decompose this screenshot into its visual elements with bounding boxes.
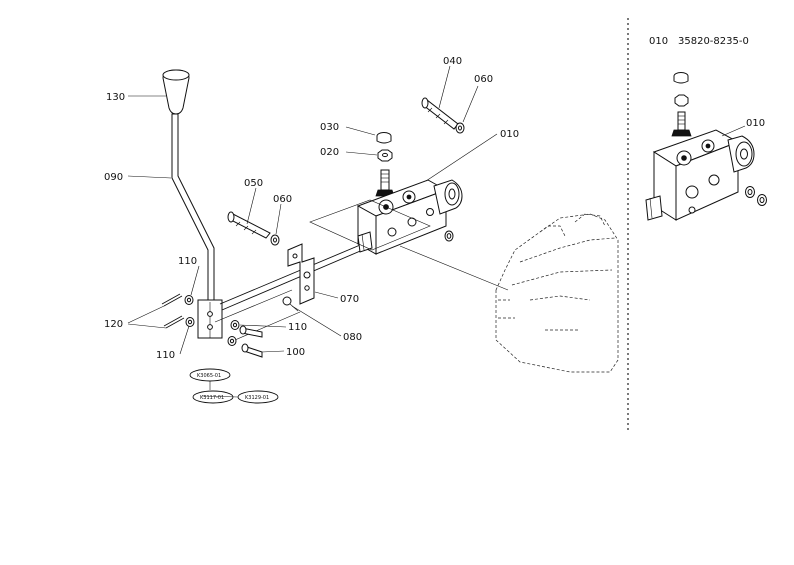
callout-110-bottom: 110 [156, 350, 175, 361]
callout-050: 050 [244, 178, 263, 189]
reference-tag-3: K3129-01 [245, 395, 269, 401]
linkage-rod [214, 239, 373, 344]
inset-callout-010: 010 [746, 118, 765, 129]
leader-lines [127, 65, 498, 398]
inset-header: 010 35820-8235-0 [649, 36, 749, 47]
callout-labels: 130 090 050 060 040 060 030 020 010 110 … [104, 56, 519, 361]
reference-tag-2: K3117-01 [200, 395, 224, 401]
lever-rod [171, 113, 215, 303]
callout-090: 090 [104, 172, 123, 183]
callout-030: 030 [320, 122, 339, 133]
callout-070: 070 [340, 294, 359, 305]
valve-assembly [356, 169, 463, 255]
bolt-050 [227, 211, 271, 239]
inset-valve-assembly [645, 72, 767, 221]
callout-020: 020 [320, 147, 339, 158]
callout-040: 040 [443, 56, 462, 67]
reference-tag-1: K3065-01 [197, 373, 221, 379]
bracket [287, 243, 315, 305]
o-ring [444, 230, 454, 242]
callout-110-right: 110 [288, 322, 307, 333]
bolt-080 [282, 296, 299, 312]
washer-060b [455, 122, 465, 134]
mounting-plate [309, 199, 431, 251]
washer-060a [270, 234, 280, 246]
inset-label: 010 [649, 36, 668, 47]
clevis-hardware [161, 293, 263, 358]
callout-110-top: 110 [178, 256, 197, 267]
control-lever [162, 69, 223, 339]
cap-030 [376, 132, 392, 144]
callout-120: 120 [104, 319, 123, 330]
callout-010: 010 [500, 129, 519, 140]
reference-tags: K3065-01 K3117-01 K3129-01 [189, 368, 279, 404]
callout-100: 100 [286, 347, 305, 358]
callout-080: 080 [343, 332, 362, 343]
nut-020 [377, 149, 393, 162]
callout-060-right: 060 [474, 74, 493, 85]
callout-130: 130 [106, 92, 125, 103]
callout-060-left: 060 [273, 194, 292, 205]
bolt-040 [421, 97, 459, 130]
inset-part-number: 35820-8235-0 [678, 36, 749, 47]
engine-outline [495, 213, 619, 373]
